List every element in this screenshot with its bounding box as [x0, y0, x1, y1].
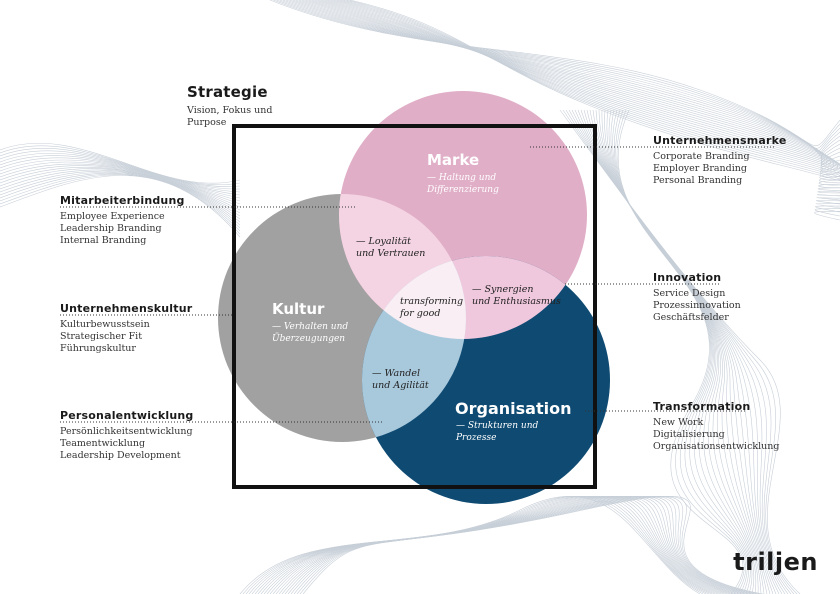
- strategy-frame: [232, 124, 597, 489]
- label-strategie-item: Vision, Fokus und: [187, 105, 273, 116]
- label-strategie-item: Purpose: [187, 117, 227, 128]
- overlap-marke-kultur-line1: — Loyalität: [356, 236, 411, 247]
- center-label-line2: for good: [400, 308, 441, 319]
- overlap-kultur-organisation-line1: — Wandel: [372, 368, 420, 379]
- brand-logo: triljen: [733, 548, 818, 576]
- label-unternehmenskultur-item: Führungskultur: [60, 343, 136, 354]
- label-strategie: Strategie Vision, Fokus und Purpose: [187, 83, 272, 129]
- overlap-marke-organisation-line1: — Synergien: [472, 284, 534, 295]
- label-mitarbeiterbindung-title: Mitarbeiterbindung: [60, 194, 185, 207]
- label-personalentwicklung-item: Teamentwicklung: [60, 438, 146, 449]
- leader-lines: [60, 146, 776, 423]
- overlap-kultur-organisation-line2: und Agilität: [372, 380, 429, 391]
- label-unternehmenskultur-item: Kulturbewusstsein: [60, 319, 150, 330]
- marke-title: Marke: [427, 151, 480, 169]
- label-unternehmenskultur-title: Unternehmenskultur: [60, 302, 193, 315]
- label-unternehmenskultur-item: Strategischer Fit: [60, 331, 143, 342]
- label-transformation-item: Organisationsentwicklung: [653, 441, 780, 452]
- label-mitarbeiterbindung: Mitarbeiterbindung Employee Experience L…: [60, 194, 185, 247]
- kultur-title: Kultur: [272, 300, 325, 318]
- label-mitarbeiterbindung-item: Internal Branding: [60, 235, 147, 246]
- kultur-subtitle-line2: Überzeugungen: [272, 334, 346, 344]
- label-innovation-title: Innovation: [653, 271, 722, 284]
- overlap-marke-organisation-line2: und Enthusiasmus: [472, 296, 561, 307]
- organisation-subtitle-line2: Prozesse: [456, 433, 497, 443]
- organisation-title: Organisation: [455, 399, 572, 418]
- overlap-marke-kultur-line2: und Vertrauen: [356, 248, 426, 259]
- label-innovation-item: Prozessinnovation: [653, 300, 741, 311]
- label-transformation-title: Transformation: [653, 400, 751, 413]
- kultur-subtitle-line1: — Verhalten und: [272, 322, 349, 332]
- label-personalentwicklung: Personalentwicklung Persönlichkeitsentwi…: [60, 409, 194, 462]
- label-unternehmenskultur: Unternehmenskultur Kulturbewusstsein Str…: [60, 302, 192, 355]
- label-innovation-item: Geschäftsfelder: [653, 312, 729, 323]
- marke-subtitle-line1: — Haltung und: [427, 173, 497, 183]
- label-personalentwicklung-item: Leadership Development: [60, 450, 181, 461]
- marke-subtitle-line2: Differenzierung: [427, 185, 499, 195]
- label-unternehmensmarke: Unternehmensmarke Corporate Branding Emp…: [653, 134, 787, 187]
- label-transformation-item: Digitalisierung: [653, 429, 725, 440]
- label-transformation: Transformation New Work Digitalisierung …: [653, 400, 780, 453]
- label-mitarbeiterbindung-item: Leadership Branding: [60, 223, 162, 234]
- label-unternehmensmarke-title: Unternehmensmarke: [653, 134, 787, 147]
- label-mitarbeiterbindung-item: Employee Experience: [60, 211, 165, 222]
- label-strategie-title: Strategie: [187, 83, 268, 101]
- label-unternehmensmarke-item: Employer Branding: [653, 163, 747, 174]
- organisation-subtitle-line1: — Strukturen und: [456, 421, 539, 431]
- label-unternehmensmarke-item: Personal Branding: [653, 175, 743, 186]
- overlap-center: [362, 256, 466, 339]
- label-innovation-item: Service Design: [653, 288, 726, 299]
- center-label-line1: transforming: [400, 296, 464, 307]
- label-transformation-item: New Work: [653, 417, 704, 428]
- label-personalentwicklung-item: Persönlichkeitsentwicklung: [60, 426, 193, 437]
- label-personalentwicklung-title: Personalentwicklung: [60, 409, 194, 422]
- label-unternehmensmarke-item: Corporate Branding: [653, 151, 750, 162]
- label-innovation: Innovation Service Design Prozessinnovat…: [653, 271, 741, 324]
